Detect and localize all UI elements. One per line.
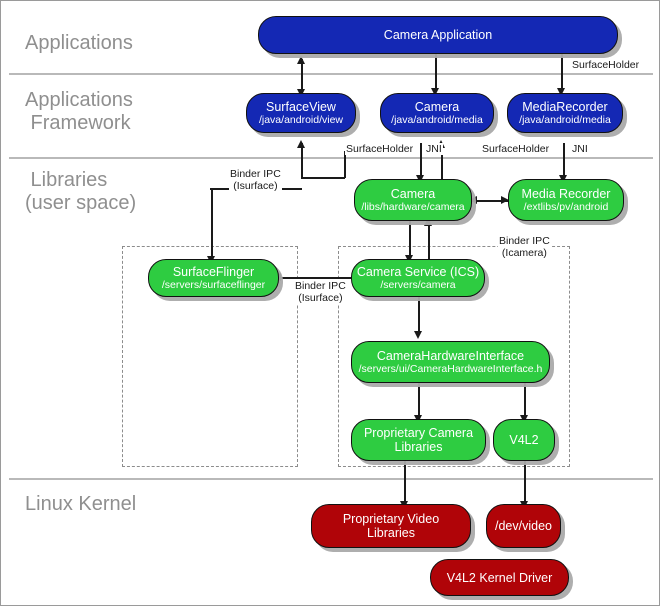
edge-service-to-surfaceflinger	[279, 277, 351, 279]
edge-camera-lib-media-recorder	[472, 200, 508, 202]
edge-binder-isurface-vertical-right	[344, 151, 346, 178]
group-surfaceflinger-process	[122, 246, 298, 467]
edge-chi-to-v4l2	[524, 383, 526, 419]
edge-label-jni-camera: JNI	[425, 143, 443, 155]
node-camera-service[interactable]: Camera Service (ICS) /servers/camera	[351, 259, 485, 297]
node-camera-hardware-interface-title: CameraHardwareInterface	[376, 349, 525, 363]
node-surfaceflinger[interactable]: SurfaceFlinger /servers/surfaceflinger	[148, 259, 279, 297]
node-camera-java[interactable]: Camera /java/android/media	[380, 93, 494, 133]
edge-app-surfaceview	[301, 59, 303, 93]
node-proprietary-camera-libraries-title: Proprietary Camera	[363, 426, 474, 440]
node-proprietary-video-libraries[interactable]: Proprietary Video Libraries	[311, 504, 471, 548]
node-surfaceview-subtitle: /java/android/view	[258, 114, 344, 126]
edge-service-to-camera-lib	[428, 221, 430, 259]
node-camera-service-title: Camera Service (ICS)	[356, 265, 480, 279]
binder-isurface-top-line1: Binder IPC	[230, 168, 281, 180]
arrowhead-app-surfaceview-up	[297, 56, 306, 64]
layer-label-libraries: Libraries (user space)	[25, 169, 137, 214]
edge-proprietary-camera-to-video	[404, 461, 406, 505]
node-surfaceview-title: SurfaceView	[266, 100, 336, 114]
node-camera-application-title: Camera Application	[383, 28, 493, 42]
edge-label-surfaceholder-mediarecorder: SurfaceHolder	[481, 143, 551, 155]
node-surfaceview[interactable]: SurfaceView /java/android/view	[246, 93, 356, 133]
node-media-recorder-lib-title: Media Recorder	[521, 187, 611, 201]
arrowhead-surfaceview-up	[297, 140, 306, 148]
binder-isurface-service-line2: (Isurface)	[298, 292, 343, 304]
node-mediarecorder-java[interactable]: MediaRecorder /java/android/media	[507, 93, 623, 133]
arrowhead-app-camera-java	[431, 88, 440, 96]
node-camera-lib-title: Camera	[390, 187, 436, 201]
edge-camera-lib-to-camera-java	[441, 143, 443, 179]
binder-isurface-top-line2: (Isurface)	[233, 180, 278, 192]
edge-surfaceview-down-stub	[301, 143, 303, 177]
binder-isurface-service-line1: Binder IPC	[295, 280, 346, 292]
edge-label-binder-ipc-icamera: Binder IPC (Icamera)	[498, 235, 551, 259]
node-camera-lib[interactable]: Camera /libs/hardware/camera	[354, 179, 472, 221]
node-v4l2[interactable]: V4L2	[493, 419, 555, 461]
node-media-recorder-lib[interactable]: Media Recorder /extlibs/pv/android	[508, 179, 624, 221]
node-proprietary-video-libraries-subtitle: Libraries	[367, 526, 415, 540]
arrowhead-service-to-chi	[414, 331, 423, 339]
node-mediarecorder-java-title: MediaRecorder	[522, 100, 608, 114]
node-mediarecorder-java-subtitle: /java/android/media	[519, 114, 611, 126]
node-dev-video[interactable]: /dev/video	[486, 504, 561, 548]
edge-camera-java-to-camera-lib	[420, 143, 422, 179]
node-proprietary-camera-libraries-subtitle: Libraries	[394, 440, 443, 454]
layer-label-linux-kernel: Linux Kernel	[25, 493, 137, 515]
layer-label-applications: Applications	[25, 32, 133, 54]
node-dev-video-title: /dev/video	[495, 519, 552, 533]
node-camera-lib-subtitle: /libs/hardware/camera	[361, 201, 465, 213]
edge-label-binder-ipc-isurface-service: Binder IPC (Isurface)	[294, 280, 347, 304]
node-v4l2-kernel-driver-title: V4L2 Kernel Driver	[446, 570, 553, 585]
node-camera-hardware-interface[interactable]: CameraHardwareInterface /servers/ui/Came…	[351, 341, 550, 383]
edge-label-binder-ipc-isurface-top: Binder IPC (Isurface)	[229, 168, 282, 192]
arrowhead-media-recorder-right	[501, 196, 509, 205]
divider-framework	[9, 157, 653, 159]
node-camera-java-subtitle: /java/android/media	[391, 114, 483, 126]
binder-icamera-line1: Binder IPC	[499, 235, 550, 247]
node-v4l2-title: V4L2	[509, 433, 539, 447]
divider-applications	[9, 73, 653, 75]
arrowhead-service-to-camera-lib	[424, 218, 433, 226]
binder-icamera-line2: (Icamera)	[501, 247, 547, 259]
node-proprietary-video-libraries-title: Proprietary Video	[342, 512, 440, 526]
group-camera-service-process	[338, 246, 570, 467]
node-proprietary-camera-libraries[interactable]: Proprietary Camera Libraries	[351, 419, 486, 461]
edge-binder-isurface-drop	[211, 189, 213, 259]
node-v4l2-kernel-driver[interactable]: V4L2 Kernel Driver	[430, 559, 569, 596]
edge-binder-isurface-horizontal	[301, 177, 345, 179]
edge-app-camera-java	[435, 54, 437, 92]
edge-v4l2-to-dev-video	[524, 461, 526, 505]
node-camera-java-title: Camera	[414, 100, 460, 114]
edge-app-mediarecorder-java	[561, 54, 563, 92]
node-media-recorder-lib-subtitle: /extlibs/pv/android	[523, 201, 609, 213]
edge-label-surfaceholder-camera-lib: SurfaceHolder	[345, 143, 415, 155]
node-camera-application[interactable]: Camera Application	[258, 16, 618, 54]
arrowhead-camera-lib-left	[469, 196, 477, 205]
edge-camera-lib-to-service	[409, 221, 411, 259]
node-camera-service-subtitle: /servers/camera	[380, 279, 456, 291]
edge-chi-to-proprietary-camera	[418, 383, 420, 419]
layer-label-applications-framework: Applications Framework	[25, 89, 133, 134]
arrowhead-app-mediarecorder-java	[557, 88, 566, 96]
edge-service-to-chi	[418, 297, 420, 335]
node-camera-hardware-interface-subtitle: /servers/ui/CameraHardwareInterface.h	[358, 363, 543, 375]
edge-mediarecorder-java-to-lib	[563, 143, 565, 179]
edge-label-surfaceholder-app: SurfaceHolder	[571, 59, 641, 71]
node-surfaceflinger-subtitle: /servers/surfaceflinger	[161, 279, 266, 291]
divider-libraries	[9, 478, 653, 480]
edge-label-jni-mediarecorder: JNI	[571, 143, 589, 155]
node-surfaceflinger-title: SurfaceFlinger	[172, 265, 255, 279]
